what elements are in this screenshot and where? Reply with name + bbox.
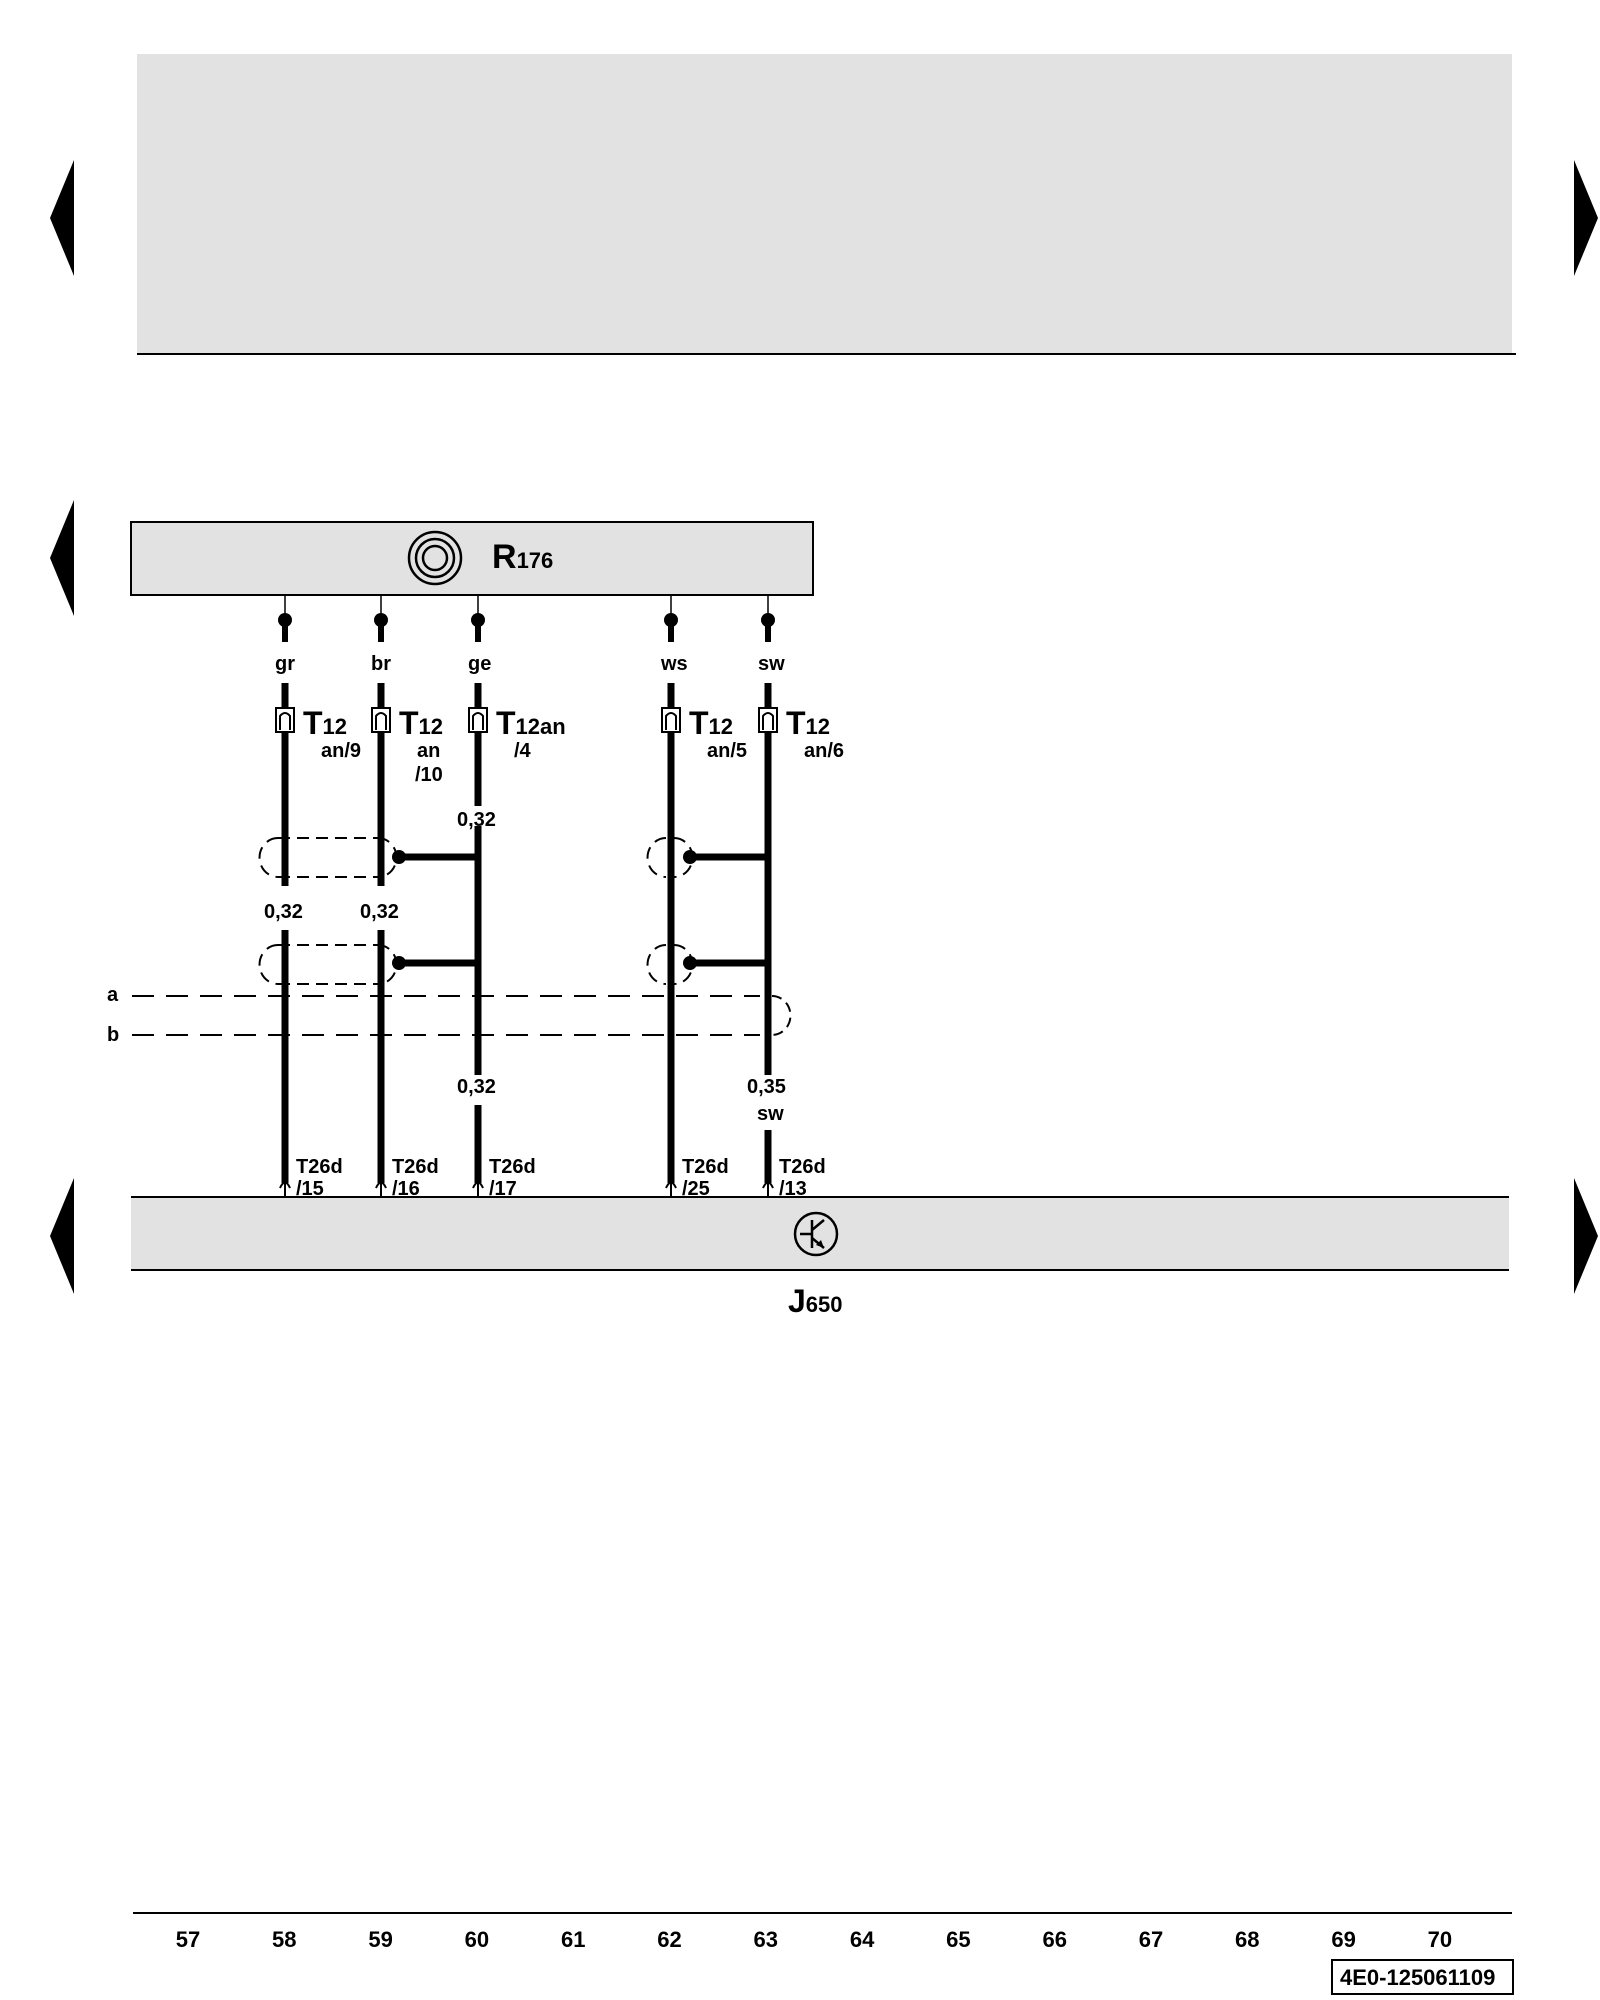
pin-sub-label: /4	[514, 740, 532, 762]
grid-numbers: 57 58 59 60 61 62 63 64 65 66 67 68 69 70	[176, 1927, 1452, 1952]
terminal-label: T26d	[392, 1156, 439, 1178]
terminal-pin-label: /15	[296, 1178, 324, 1200]
shield-label-b: b	[107, 1024, 119, 1046]
plug-icon	[468, 707, 488, 733]
plug-icon	[371, 707, 391, 733]
connector-dot	[761, 613, 775, 627]
pin-label: T12	[786, 705, 830, 741]
wire-size-label-lower: 0,32	[457, 1076, 496, 1098]
connector-dot	[374, 613, 388, 627]
wire-color-label-lower: sw	[757, 1103, 784, 1125]
wire-color-label: ws	[660, 653, 688, 675]
nav-arrow-left-bottom[interactable]	[44, 1176, 104, 1296]
triangle-left-icon	[50, 1178, 74, 1294]
plug-icon	[661, 707, 681, 733]
terminal-label: T26d	[779, 1156, 826, 1178]
nav-arrow-left-top[interactable]	[44, 158, 104, 278]
terminal-pin-label: /17	[489, 1178, 517, 1200]
grid-number: 62	[657, 1927, 681, 1952]
grid-number: 68	[1235, 1927, 1259, 1952]
terminal-icon	[472, 1181, 484, 1189]
component-r176: R176	[130, 521, 814, 596]
terminal-icon	[375, 1181, 387, 1189]
triangle-left-icon	[50, 500, 74, 616]
component-j650-label: J650	[788, 1283, 843, 1319]
wire-size-label: 0,32	[360, 901, 399, 923]
grid-number: 65	[946, 1927, 970, 1952]
wire-size-label: 0,32	[264, 901, 303, 923]
grid-number: 58	[272, 1927, 296, 1952]
grid-number: 64	[850, 1927, 875, 1952]
triangle-left-icon	[50, 160, 74, 276]
pin-label: T12	[399, 705, 443, 741]
terminal-pin-label: /16	[392, 1178, 420, 1200]
speaker-icon	[407, 530, 463, 586]
terminal-icon	[665, 1181, 677, 1189]
pin-sub-label: an/9	[321, 740, 361, 762]
terminal-icon	[762, 1181, 774, 1189]
nav-arrow-right-bottom[interactable]	[1560, 1176, 1600, 1296]
plug-icon	[758, 707, 778, 733]
shield-label-a: a	[107, 984, 119, 1006]
grid-number: 67	[1139, 1927, 1163, 1952]
doc-code: 4E0-125061109	[1340, 1965, 1495, 1990]
terminal-label: T26d	[489, 1156, 536, 1178]
component-r176-label: R176	[492, 538, 553, 576]
nav-arrow-right-top[interactable]	[1560, 158, 1600, 278]
wire-color-label: sw	[758, 653, 785, 675]
grid-number: 69	[1331, 1927, 1355, 1952]
pin-sub-label-2: /10	[415, 764, 443, 786]
grid-number: 57	[176, 1927, 200, 1952]
triangle-right-icon	[1574, 1178, 1598, 1294]
pin-label: T12	[303, 705, 347, 741]
plug-icon	[275, 707, 295, 733]
terminal-icon	[279, 1181, 291, 1189]
connector-dot	[278, 613, 292, 627]
terminal-pin-label: /13	[779, 1178, 807, 1200]
wire-color-label: gr	[275, 653, 295, 675]
shield-lines: a b	[107, 984, 792, 1046]
terminal-label: T26d	[296, 1156, 343, 1178]
component-j650: J650	[131, 1196, 1509, 1319]
pin-label: T12	[689, 705, 733, 741]
connector-dot	[664, 613, 678, 627]
pin-label: T12an	[496, 705, 566, 741]
wire-size-label-lower: 0,35	[747, 1076, 786, 1098]
terminal-pin-label: /25	[682, 1178, 710, 1200]
pin-sub-label: an	[417, 740, 440, 762]
doc-code-box: 4E0-125061109	[1331, 1959, 1514, 1995]
grid-number: 66	[1042, 1927, 1066, 1952]
grid-number: 59	[368, 1927, 392, 1952]
grid-number: 61	[561, 1927, 585, 1952]
wire-columns: grT12an/90,32T26d/15brT12an/100,32T26d/1…	[264, 595, 844, 1200]
grid-number: 63	[754, 1927, 778, 1952]
terminal-label: T26d	[682, 1156, 729, 1178]
wire-color-label: ge	[468, 653, 491, 675]
wire-color-label: br	[371, 653, 391, 675]
header-area	[137, 54, 1512, 354]
connector-dot	[471, 613, 485, 627]
transistor-icon	[793, 1211, 839, 1257]
grid-number: 60	[465, 1927, 489, 1952]
triangle-right-icon	[1574, 160, 1598, 276]
nav-arrow-left-middle[interactable]	[44, 498, 104, 618]
wire-size-label: 0,32	[457, 809, 496, 831]
grid-number: 70	[1428, 1927, 1452, 1952]
pin-sub-label: an/6	[804, 740, 844, 762]
pin-sub-label: an/5	[707, 740, 747, 762]
